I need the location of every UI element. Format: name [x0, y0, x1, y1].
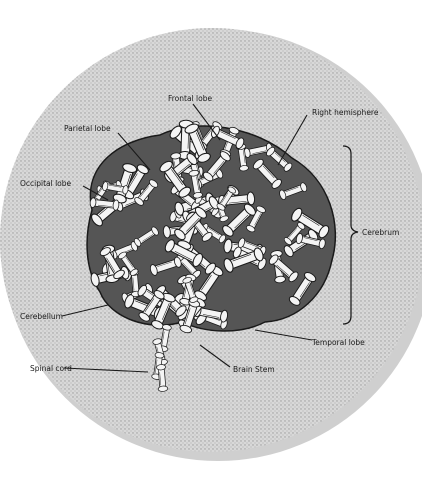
label-cerebrum: Cerebrum — [362, 228, 399, 237]
label-temporal-lobe: Temporal lobe — [311, 338, 365, 347]
label-right-hemisphere: Right hemisphere — [312, 108, 379, 117]
label-brain-stem: Brain Stem — [233, 365, 275, 374]
label-cerebellum: Cerebellum — [20, 312, 63, 321]
label-occipital-lobe: Occipital lobe — [20, 179, 72, 188]
label-parietal-lobe: Parietal lobe — [64, 124, 111, 133]
label-frontal-lobe: Frontal lobe — [168, 94, 212, 103]
label-spinal-cord: Spinal cord — [30, 364, 72, 373]
